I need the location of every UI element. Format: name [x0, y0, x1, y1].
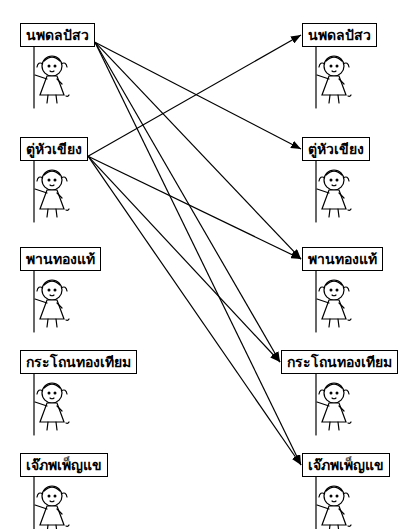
arrow-connector	[88, 35, 301, 156]
girl-figure	[316, 373, 351, 435]
sign-text: พานทองแท้	[26, 250, 95, 268]
girl-figure	[316, 270, 351, 332]
sign-board: เจ๊ภพเพ็ญแข	[20, 453, 108, 477]
sign-text: พานทองแท้	[308, 250, 377, 268]
sign-board: พานทองแท้	[302, 247, 383, 271]
sign-text: นพดลปัสว	[26, 26, 89, 44]
arrow-connector	[95, 42, 301, 259]
sign-board: เจ๊ภพเพ็ญแข	[302, 453, 390, 477]
sign-board: ตู่หัวเขียง	[302, 137, 370, 161]
sign-text: เจ๊ภพเพ็ญแข	[308, 456, 384, 474]
girl-figure	[34, 160, 69, 222]
girl-figure	[34, 46, 69, 108]
sign-text: นพดลปัสว	[308, 26, 371, 44]
arrow-connector	[95, 42, 301, 465]
sign-board: พานทองแท้	[20, 247, 101, 271]
arrow-connector	[88, 156, 301, 465]
arrow-connector	[88, 156, 301, 259]
sign-board: ตู่หัวเขียง	[20, 137, 88, 161]
sign-text: ตู่หัวเขียง	[26, 140, 82, 158]
girl-figure	[34, 373, 69, 435]
sign-text: ตู่หัวเขียง	[308, 140, 364, 158]
girl-figure	[316, 476, 351, 529]
sign-text: กระโถนทองเทียม	[26, 353, 131, 371]
girl-figure	[34, 270, 69, 332]
sign-board: นพดลปัสว	[302, 23, 377, 47]
girl-figure	[316, 160, 351, 222]
sign-board: นพดลปัสว	[20, 23, 95, 47]
arrow-connector	[95, 42, 280, 362]
sign-text: กระโถนทองเทียม	[287, 353, 392, 371]
girl-figure	[316, 46, 351, 108]
girl-figure	[34, 476, 69, 529]
sign-text: เจ๊ภพเพ็ญแข	[26, 456, 102, 474]
sign-board: กระโถนทองเทียม	[281, 350, 398, 374]
sign-board: กระโถนทองเทียม	[20, 350, 137, 374]
arrow-connector	[88, 156, 280, 362]
